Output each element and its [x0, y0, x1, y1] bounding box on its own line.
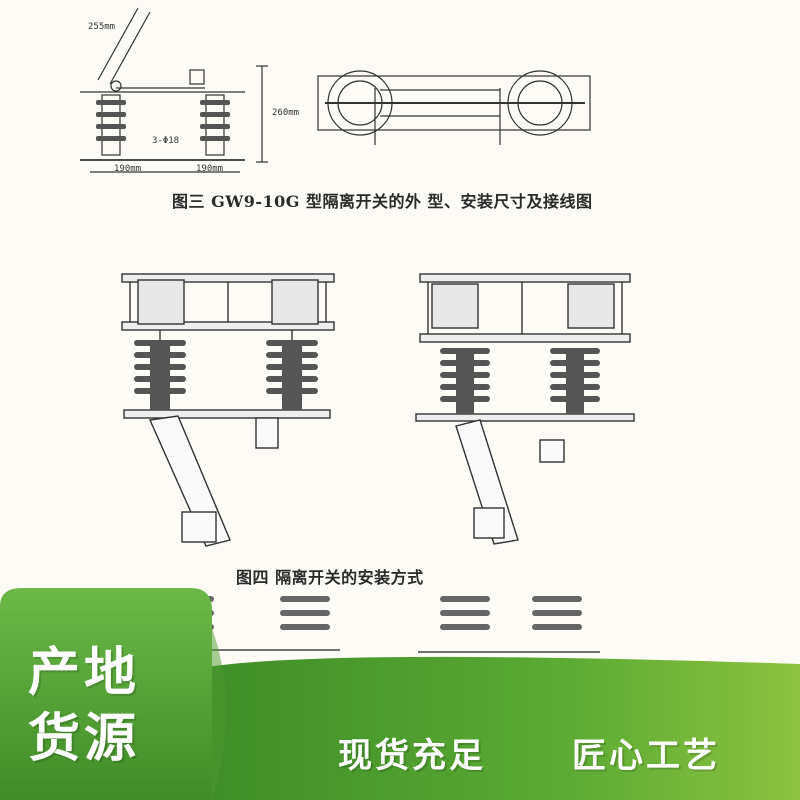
dim-span1: 190mm: [114, 164, 142, 174]
promo-banner-bg: [0, 588, 800, 800]
dim-height: 260mm: [272, 108, 300, 118]
badge-line-2: 货源: [28, 709, 141, 769]
dim-hole: 3-Φ18: [152, 136, 180, 146]
slogan-right: 匠心工艺: [572, 736, 720, 776]
slogan-left: 现货充足: [338, 736, 486, 776]
figure3-caption: 图三 GW9-10G 型隔离开关的外 型、安装尺寸及接线图: [172, 192, 593, 211]
dim-span2: 190mm: [196, 164, 224, 174]
badge-text: 产地 货源: [28, 640, 178, 772]
figure3-drawing: [80, 7, 591, 173]
badge-line-1: 产地: [28, 643, 141, 703]
figure4-caption: 图四 隔离开关的安装方式: [236, 568, 424, 587]
figure4-drawing: [121, 273, 635, 547]
dim-top-len: 255mm: [88, 22, 116, 32]
